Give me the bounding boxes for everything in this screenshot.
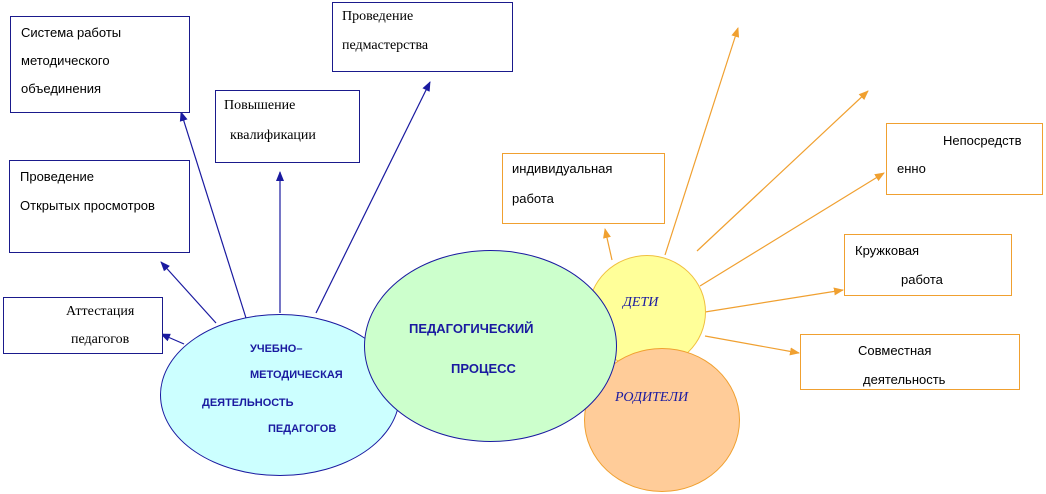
methodical-line-4: ПЕДАГОГОВ	[268, 423, 337, 435]
methodical-ellipse: УЧЕБНО– МЕТОДИЧЕСКАЯ ДЕЯТЕЛЬНОСТЬ ПЕДАГО…	[160, 314, 400, 476]
mentor-box: Проведение педмастерства	[332, 2, 513, 72]
arrow-to-individual	[603, 228, 613, 261]
process-line-1: ПЕДАГОГИЧЕСКИЙ	[409, 321, 534, 336]
qualification-line-1: Повышение	[224, 98, 296, 113]
qualification-line-2: квалификации	[230, 128, 316, 143]
system-line-1: Система работы	[21, 25, 122, 40]
open-views-box: Проведение Открытых просмотров	[9, 160, 190, 253]
qualification-box: Повышение квалификации	[215, 90, 360, 163]
open-views-line-2: Открытых просмотров	[20, 198, 155, 213]
arrow-to-joint	[704, 335, 800, 356]
club-line-2: работа	[901, 272, 943, 287]
club-line-1: Кружковая	[855, 243, 920, 258]
mentor-line-2: педмастерства	[342, 38, 429, 53]
methodical-line-3: ДЕЯТЕЛЬНОСТЬ	[202, 397, 294, 409]
attestation-box: Аттестация педагогов	[3, 297, 163, 354]
open-views-line-1: Проведение	[20, 169, 94, 184]
individual-line-2: работа	[512, 191, 554, 206]
joint-box: Совместная деятельность	[800, 334, 1020, 390]
direct-box: Непосредств енно	[886, 123, 1043, 195]
attestation-line-2: педагогов	[71, 332, 130, 347]
children-label: ДЕТИ	[623, 295, 659, 310]
system-box: Система работы методического объединения	[10, 16, 190, 113]
methodical-line-2: МЕТОДИЧЕСКАЯ	[250, 369, 343, 381]
process-ellipse: ПЕДАГОГИЧЕСКИЙ ПРОЦЕСС	[364, 250, 617, 442]
mentor-line-1: Проведение	[342, 9, 414, 24]
joint-line-2: деятельность	[863, 372, 946, 387]
attestation-line-1: Аттестация	[66, 304, 135, 319]
individual-line-1: индивидуальная	[512, 161, 613, 176]
arrow-up-1	[664, 27, 740, 256]
arrow-to-direct	[699, 172, 885, 287]
direct-line-1: Непосредств	[943, 133, 1022, 148]
arrow-to-system	[179, 111, 247, 319]
parents-label: РОДИТЕЛИ	[615, 390, 689, 405]
direct-line-2: енно	[897, 161, 926, 176]
system-line-2: методического	[21, 53, 110, 68]
arrow-to-mentor	[315, 81, 431, 314]
arrow-to-open-views	[160, 261, 217, 324]
system-line-3: объединения	[21, 81, 102, 96]
methodical-line-1: УЧЕБНО–	[250, 343, 303, 355]
arrow-up-2	[696, 90, 869, 252]
club-box: Кружковая работа	[844, 234, 1012, 296]
arrow-to-attestation	[160, 333, 185, 345]
arrow-to-club	[704, 287, 844, 313]
individual-box: индивидуальная работа	[502, 153, 665, 224]
process-line-2: ПРОЦЕСС	[451, 361, 516, 376]
joint-line-1: Совместная	[858, 343, 932, 358]
